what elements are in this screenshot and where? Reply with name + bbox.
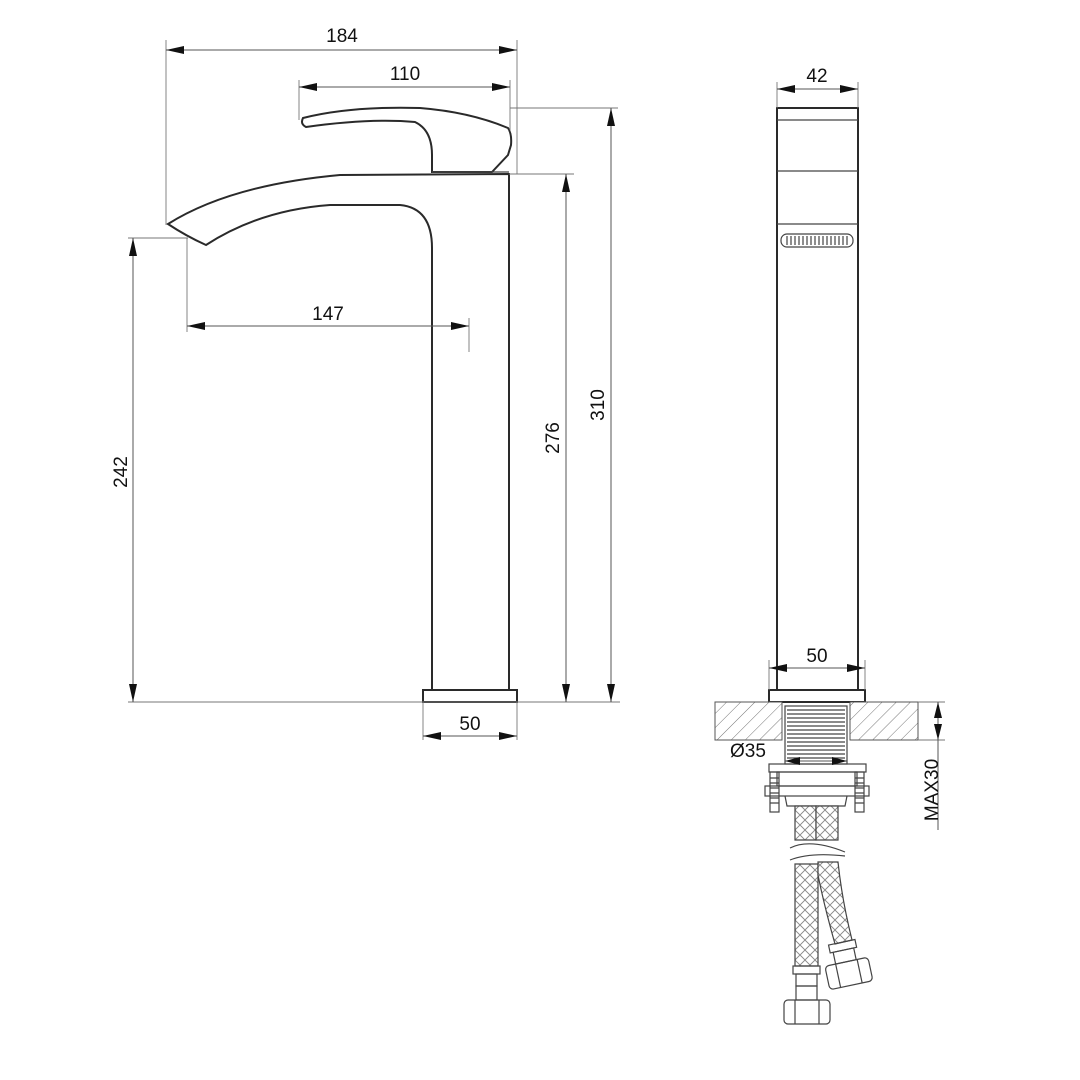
label-max-counter-thickness: MAX30 xyxy=(922,759,943,821)
dim-max30: MAX30 xyxy=(918,701,945,830)
label-spout-reach: 147 xyxy=(312,304,344,325)
label-side-base-width: 50 xyxy=(459,714,480,735)
dim-42: 42 xyxy=(776,66,859,108)
label-spout-height: 242 xyxy=(111,456,132,488)
side-base xyxy=(422,689,518,703)
braided-hoses xyxy=(783,805,873,1025)
mounting-plate xyxy=(764,785,870,797)
countertop-right xyxy=(849,701,919,741)
dim-242: 242 xyxy=(111,237,620,703)
front-view: 42 50 Ø35 MAX30 xyxy=(714,66,945,1025)
label-front-base-width: 50 xyxy=(806,646,827,667)
aerator-grille xyxy=(780,233,854,248)
dim-50-side: 50 xyxy=(422,702,518,740)
front-body xyxy=(776,107,859,691)
label-body-width: 42 xyxy=(806,66,827,87)
label-overall-width: 184 xyxy=(326,26,358,47)
dim-276: 276 xyxy=(509,173,574,702)
front-base xyxy=(768,689,866,703)
mounting-studs xyxy=(769,771,865,813)
spout-body xyxy=(166,172,510,691)
countertop-left xyxy=(714,701,783,741)
label-hole-diameter: Ø35 xyxy=(730,741,766,762)
dim-110: 110 xyxy=(298,64,511,130)
label-handle-length: 110 xyxy=(390,64,420,85)
side-view: 184 110 147 242 xyxy=(111,26,620,740)
dim-147: 147 xyxy=(186,238,470,352)
label-overall-height: 310 xyxy=(588,389,609,421)
mounting-washer xyxy=(768,763,867,773)
dim-310: 310 xyxy=(510,107,618,702)
mounting-nut xyxy=(776,771,858,787)
dim-50-front: 50 xyxy=(768,646,866,690)
label-body-height: 276 xyxy=(543,422,564,454)
threaded-shank xyxy=(784,705,848,765)
dim-diameter-35: Ø35 xyxy=(730,741,847,765)
dim-184: 184 xyxy=(165,26,518,225)
handle-lever xyxy=(301,106,513,173)
